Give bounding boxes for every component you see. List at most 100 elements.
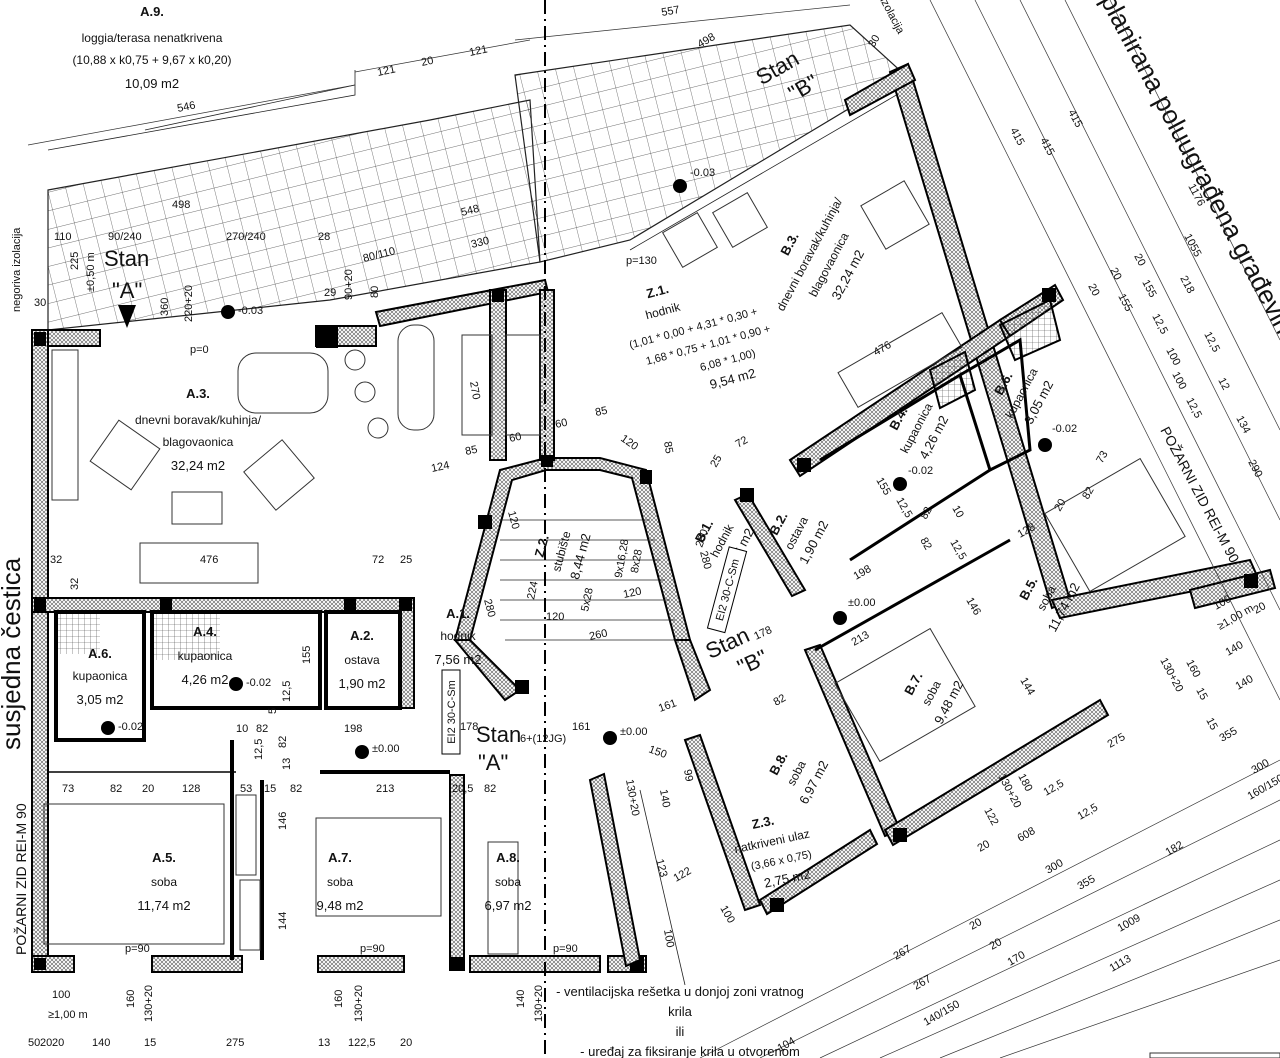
dim-label: 20	[1085, 282, 1101, 298]
room-a2-code: A.2.	[350, 628, 374, 643]
stair-core	[452, 289, 712, 702]
room-a6-code: A.6.	[88, 646, 112, 661]
level-marker-icon	[355, 745, 369, 759]
stan-a-label-top: Stan	[104, 246, 149, 271]
dim-label: 267	[892, 943, 914, 963]
dim-label: 124	[430, 459, 450, 475]
neighbor-plot-label: susjedna čestica	[0, 557, 26, 750]
dim-label: 85	[464, 444, 478, 458]
level-marker-icon	[673, 179, 687, 193]
dim-label: 146	[963, 596, 983, 618]
dim-label: 80	[369, 286, 381, 298]
dim-label: 82	[256, 723, 268, 735]
dim-label: 140	[92, 1037, 110, 1049]
dim-label: 225	[69, 252, 81, 270]
level-bath-a4: -0.02	[246, 677, 271, 689]
dim-label: 155	[1139, 278, 1158, 300]
dim-label: 20,5	[452, 783, 473, 795]
dim-label: 100	[661, 928, 676, 948]
dim-label: 140	[1234, 673, 1256, 693]
sill-p130: p=130	[626, 255, 657, 267]
dim-label: 13	[281, 758, 293, 770]
dim-label: 355	[1076, 873, 1098, 893]
dimension-labels: 546 121 20 121 557 498 548 330 498 110 9…	[28, 4, 1111, 1049]
dim-label: 290	[1245, 458, 1264, 480]
room-a5-name: soba	[151, 875, 177, 889]
dim-label: 213	[850, 629, 872, 649]
dim-label: 29	[324, 287, 336, 299]
dim-label: 130+20	[143, 985, 155, 1022]
dim-label: 20	[1252, 600, 1269, 617]
level-marker-icon	[603, 731, 617, 745]
dim-label: 12,5	[1183, 396, 1204, 421]
dim-label: 198	[344, 723, 362, 735]
dim-label: 130+20	[353, 985, 365, 1022]
dim-label: 5x28	[579, 587, 596, 613]
dim-label: ±0,50 m	[85, 252, 97, 292]
room-a1-code: A.1.	[446, 606, 470, 621]
dim-label: 99	[681, 768, 695, 782]
dim-label: 270/240	[226, 231, 266, 243]
note-line-1: - ventilacijska rešetka u donjoj zoni vr…	[556, 984, 804, 999]
fire-wall-left-label: POŽARNI ZID REI-M 90	[13, 803, 29, 955]
room-a5-code: A.5.	[152, 850, 176, 865]
level-terrace-b: -0.03	[690, 167, 715, 179]
dim-label: 120	[618, 433, 640, 453]
room-a8-code: A.8.	[496, 850, 520, 865]
level-entry: ±0.00	[620, 726, 647, 738]
sill-p90-a7: p=90	[360, 943, 385, 955]
dim-label: 20	[1052, 497, 1069, 514]
entrance-marker: 6+(12JG)	[520, 733, 566, 745]
dim-label: 130+20	[1157, 656, 1185, 694]
dim-label: 120	[622, 585, 642, 601]
dim-label: 160/150	[1246, 772, 1280, 802]
dim-label: 122,5	[348, 1037, 376, 1049]
dim-label: 50	[28, 1037, 40, 1049]
dim-label: 82	[917, 536, 934, 553]
dim-label: 20	[976, 838, 993, 855]
level-hall-a: ±0.00	[372, 743, 399, 755]
dim-label: 10	[236, 723, 248, 735]
dim-label: 12,5	[893, 496, 914, 521]
dim-label: 178	[460, 721, 478, 733]
dim-label: 5	[267, 708, 279, 714]
dim-label: ≥1,00 m	[48, 1009, 88, 1021]
dim-label: 161	[657, 697, 678, 715]
dim-label: 15	[1193, 686, 1209, 702]
dim-label: 100	[1163, 346, 1182, 368]
dim-label: 476	[200, 554, 218, 566]
dim-label: 130+20	[623, 778, 641, 817]
stan-a-label-entry: Stan	[476, 722, 521, 747]
dim-label: 20	[142, 783, 154, 795]
dim-label: 300	[1250, 757, 1272, 777]
dim-label: 82	[277, 736, 289, 748]
dim-label: 12,5	[281, 681, 293, 702]
room-b7-code: B.7.	[901, 669, 925, 697]
entrance-arrow-icon	[118, 305, 136, 328]
dim-label: 20	[40, 1037, 52, 1049]
stan-a-letter-entry: "A"	[478, 750, 508, 775]
dim-label: 120	[546, 611, 564, 623]
sill-p90-a5: p=90	[125, 943, 150, 955]
level-terrace-a: -0.03	[238, 305, 263, 317]
fire-door-a-label: EI2 30-C-Sm	[446, 680, 458, 744]
dim-label: 1009	[1116, 912, 1143, 935]
dim-label: 85	[661, 440, 675, 454]
level-markers: -0.03 -0.03 -0.02 -0.02 ±0.00 ±0.00 -0.0…	[101, 167, 1077, 955]
dim-label: 20	[420, 55, 434, 69]
terrace-a9	[27, 39, 541, 331]
dim-label: 178	[752, 624, 774, 643]
room-b5-code: B.5.	[1016, 574, 1040, 602]
dim-label: 121	[376, 63, 396, 79]
dim-label: 32	[50, 554, 62, 566]
dim-label: 280	[697, 550, 713, 571]
dim-label: 15	[264, 783, 276, 795]
room-z1-name: hodnik	[644, 299, 683, 322]
level-marker-icon	[1038, 438, 1052, 452]
level-marker-icon	[833, 611, 847, 625]
dim-label: 20	[988, 936, 1005, 953]
level-hall-b: ±0.00	[848, 597, 875, 609]
level-bath-b4: -0.02	[908, 465, 933, 477]
dim-label: 100	[52, 989, 70, 1001]
insulation-label: negoriva izolacija	[11, 227, 23, 312]
